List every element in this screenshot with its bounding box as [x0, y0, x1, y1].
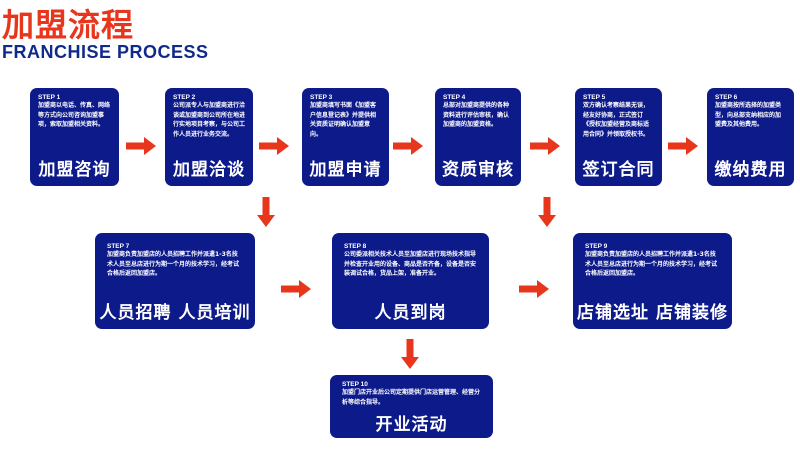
arrow-right-icon [126, 137, 156, 155]
step-name: 开业活动 [375, 415, 448, 435]
step-label: STEP 3 [310, 94, 333, 101]
page-subtitle: FRANCHISE PROCESS [2, 42, 209, 62]
step-label: STEP 5 [583, 94, 606, 101]
step-desc: 加盟商填写书面《加盟客户信息登记表》并提供相关资质证明确认加盟意向。 [310, 102, 377, 138]
step-label: STEP 8 [344, 243, 367, 250]
step-name: 签订合同 [582, 160, 655, 180]
arrow-right-icon [530, 137, 560, 155]
step-desc: 加盟商以电话、传真、网络等方式向公司咨询加盟事项，索取加盟相关资料。 [38, 102, 111, 128]
step-desc: 公司委派相关技术人员至加盟店进行现场技术指导并检查开业用的设备、商品是否齐备，设… [344, 251, 477, 277]
arrow-down-icon [401, 339, 419, 369]
arrow-right-icon [519, 280, 549, 298]
step-name: 人员到岗 [374, 303, 447, 323]
arrow-down-icon [538, 197, 556, 227]
step-desc: 双方确认考察结果无误，经友好协商，正式签订《授权加盟经营及商标适用合同》并领取授… [583, 102, 650, 138]
arrow-right-icon [393, 137, 423, 155]
page-title: 加盟流程 [2, 6, 135, 44]
step-label: STEP 10 [342, 381, 368, 388]
step-name: 加盟咨询 [38, 160, 111, 180]
step-desc: 加盟门店开业后公司定期提供门店运营管理、经营分析等综合指导。 [342, 389, 481, 406]
step-desc: 加盟商负责加盟店的人员招聘工作并派遣1-3名技术人员至总店进行为期一个月的技术学… [107, 251, 240, 277]
step-desc: 公司派专人与加盟商进行洽谈或加盟商到公司所在地进行实地项目考察，与公司工作人员进… [173, 102, 246, 138]
step-label: STEP 1 [38, 94, 61, 101]
arrow-right-icon [668, 137, 698, 155]
step-name: 人员招聘 人员培训 [99, 303, 251, 323]
step-desc: 加盟商负责加盟店的人员招聘工作并派遣1-3名技术人员至总店进行为期一个月的技术学… [585, 251, 718, 277]
step-name: 资质审核 [442, 160, 514, 180]
step-label: STEP 6 [715, 94, 738, 101]
step-name: 加盟申请 [309, 160, 382, 180]
arrow-down-icon [257, 197, 275, 227]
step-label: STEP 9 [585, 243, 608, 250]
step-label: STEP 2 [173, 94, 196, 101]
step-name: 店铺选址 店铺装修 [577, 303, 728, 323]
step-desc: 加盟商按所选择的加盟类型，向总部支纳相应的加盟费及其他费用。 [715, 102, 782, 128]
step-label: STEP 7 [107, 243, 130, 250]
step-label: STEP 4 [443, 94, 466, 101]
step-name: 加盟洽谈 [173, 160, 245, 180]
arrow-right-icon [259, 137, 289, 155]
arrow-right-icon [281, 280, 311, 298]
step-desc: 总部对加盟商提供的各种资料进行评估审核，确认加盟商的加盟资格。 [443, 102, 510, 128]
step-name: 缴纳费用 [714, 160, 787, 180]
